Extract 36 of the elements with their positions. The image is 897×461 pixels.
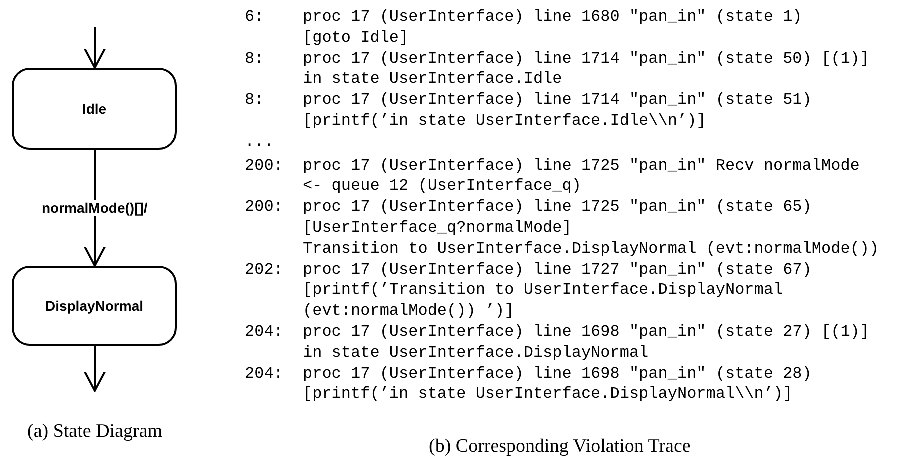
step-number: 202:: [245, 260, 284, 279]
trace-line: [printf(’Transition to UserInterface.DisplayNormal: [303, 281, 784, 300]
transition-arrow: [84, 27, 106, 69]
step-number: 200:: [245, 198, 284, 216]
state-name: DisplayNormal: [45, 298, 144, 314]
state-name: Idle: [82, 101, 107, 117]
trace-line: proc 17 (UserInterface) line 1725 "pan_in" (state 65): [303, 198, 812, 216]
step-number: 204:: [245, 364, 284, 383]
trace-line: [goto Idle]: [303, 28, 409, 47]
state-box: [12, 266, 177, 346]
trace-line: proc 17 (UserInterface) line 1714 "pan_in" (state 51): [303, 91, 812, 110]
caption: (a) State Diagram: [28, 421, 163, 443]
step-number: 8:: [245, 91, 264, 110]
step-number: 200:: [245, 156, 284, 175]
trace-line: [printf(’in state UserInterface.DisplayNormal\\n’)]: [303, 385, 793, 404]
trace-line: proc 17 (UserInterface) line 1698 "pan_in" (state 27) [(1)]: [303, 323, 870, 341]
state-box: [12, 68, 177, 150]
trace-line: (evt:normalMode()) ’)]: [303, 302, 514, 320]
trace-line: proc 17 (UserInterface) line 1698 "pan_in" (state 28): [303, 364, 812, 383]
transition-arrow: [84, 346, 106, 392]
trace-line: proc 17 (UserInterface) line 1727 "pan_in" (state 67): [303, 260, 812, 279]
trace-line: <- queue 12 (UserInterface_q): [303, 177, 582, 196]
caption: (b) Corresponding Violation Trace: [429, 436, 691, 458]
trace-line: in state UserInterface.DisplayNormal: [303, 344, 649, 362]
step-number: 204:: [245, 323, 284, 341]
step-number: ...: [245, 132, 274, 151]
trace-line: proc 17 (UserInterface) line 1714 "pan_in" (state 50) [(1)]: [303, 50, 870, 68]
trace-line: Transition to UserInterface.DisplayNormal (evt:normalMode()): [303, 240, 880, 258]
trace-line: in state UserInterface.Idle: [303, 70, 562, 88]
trace-line: proc 17 (UserInterface) line 1680 "pan_in" (state 1): [303, 8, 802, 26]
trace-line: [UserInterface_q?normalMode]: [303, 219, 572, 237]
step-number: 8:: [245, 50, 264, 68]
edge-label: normalMode()[]/: [41, 200, 149, 216]
trace-line: [printf(’in state UserInterface.Idle\\n’)]: [303, 112, 706, 130]
trace-line: proc 17 (UserInterface) line 1725 "pan_in" Recv normalMode: [303, 156, 860, 175]
step-number: 6:: [245, 8, 264, 26]
